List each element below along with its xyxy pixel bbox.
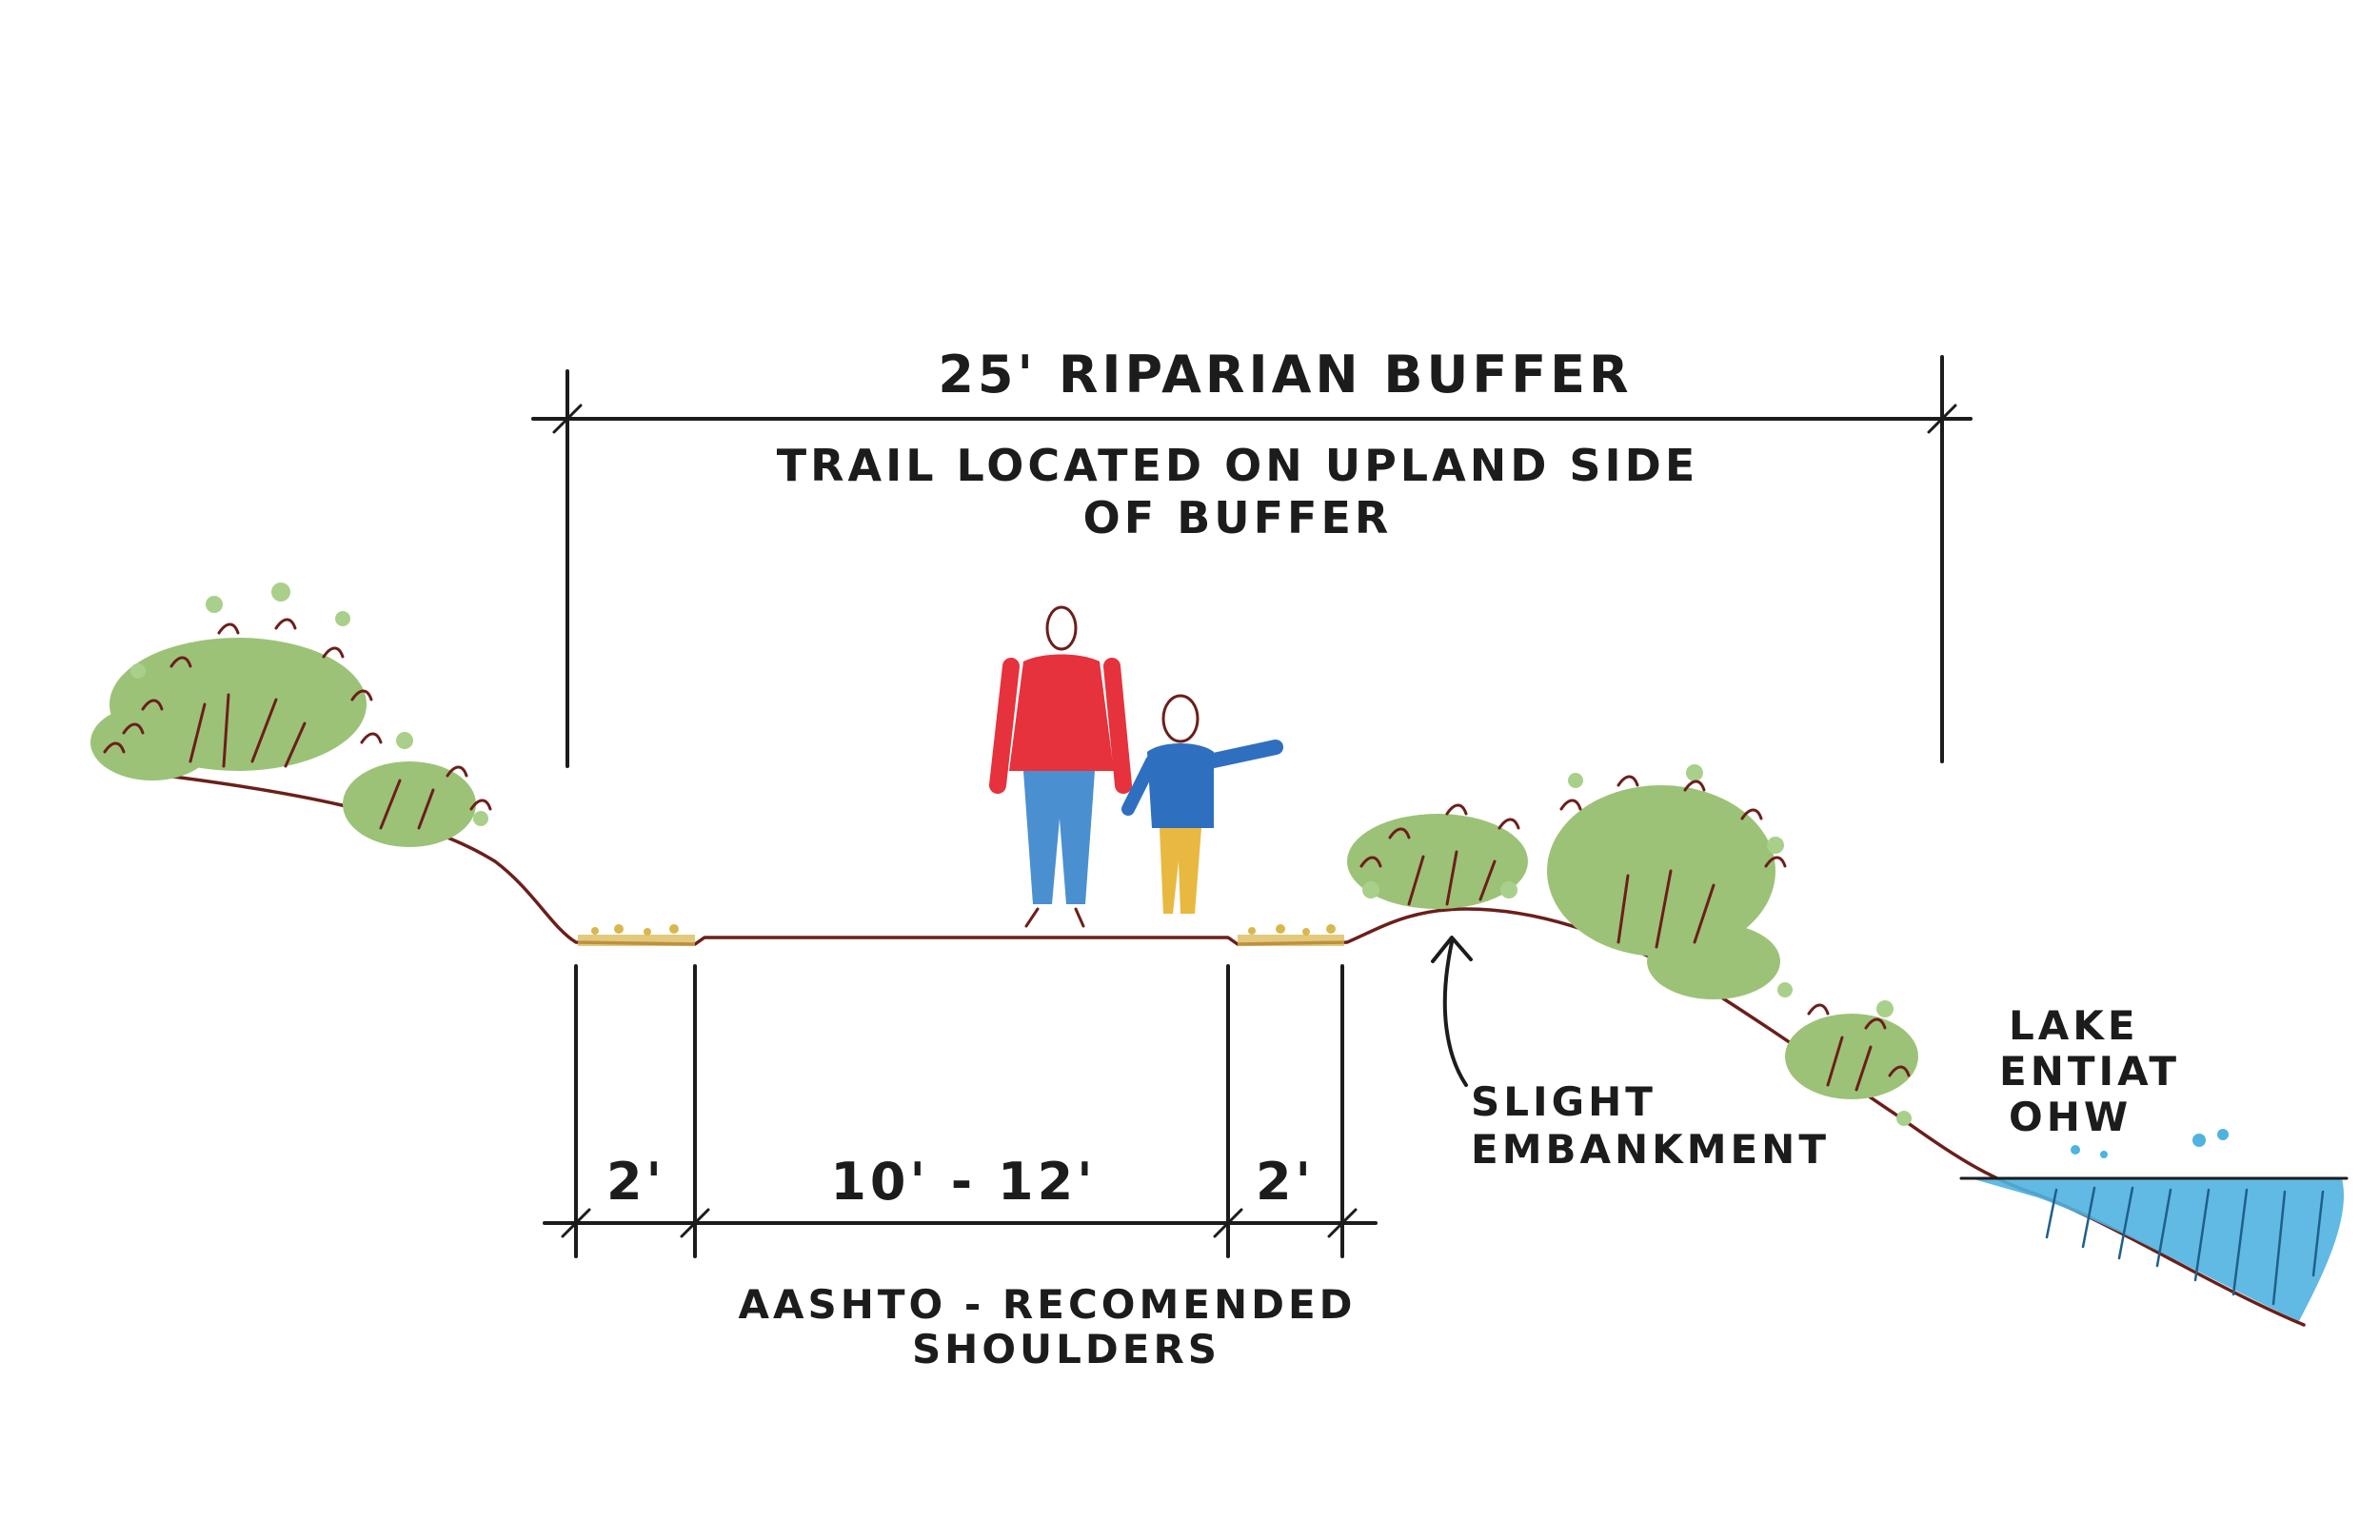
gravel-shoulder-left (578, 924, 695, 946)
trail-note-line2: OF BUFFER (1083, 492, 1393, 543)
shoulder-left-label: 2' (606, 1152, 665, 1212)
shoulder-right-label: 2' (1256, 1152, 1315, 1212)
trail-note-line1: TRAIL LOCATED ON UPLAND SIDE (777, 440, 1699, 491)
lake-label-line2: ENTIAT (1999, 1048, 2180, 1095)
buffer-tick-left (552, 404, 583, 434)
shrub-icon (90, 582, 1918, 1126)
trail-width-label: 10' - 12' (830, 1152, 1096, 1212)
buffer-tick-right (1927, 404, 1957, 434)
shoulders-note-line2: SHOULDERS (912, 1326, 1220, 1372)
ground-profile (141, 771, 2306, 1327)
child-figure-icon (1121, 694, 1283, 914)
gravel-shoulder-right (1238, 924, 1344, 946)
arrow-icon (1431, 936, 1473, 1087)
embankment-label-line1: SLIGHT (1471, 1078, 1656, 1125)
lake-label-line3: OHW (2009, 1094, 2132, 1140)
shoulders-note-line1: AASHTO - RECOMENDED (738, 1281, 1356, 1328)
embankment-label-line2: EMBANKMENT (1471, 1126, 1830, 1173)
adult-figure-icon (989, 605, 1132, 928)
buffer-width-label: 25' RIPARIAN BUFFER (938, 345, 1632, 405)
trail-dimension (543, 964, 1378, 1258)
lake-label-line1: LAKE (2009, 1002, 2139, 1049)
buffer-dimension (531, 355, 1973, 768)
water-icon (1959, 1129, 2349, 1321)
